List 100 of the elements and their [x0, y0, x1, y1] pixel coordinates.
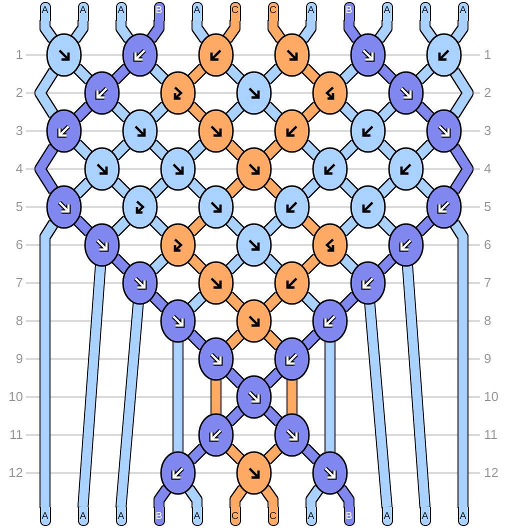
strand-end-label: C [268, 507, 278, 526]
knot-oval [198, 33, 234, 77]
strand-end-label: A [40, 2, 50, 21]
knot-oval [122, 261, 158, 305]
strand [378, 103, 396, 121]
knot-oval [312, 451, 348, 495]
strand-end-label: A [78, 2, 88, 21]
strand [112, 255, 130, 273]
knot-oval [160, 451, 196, 495]
knot-oval [274, 337, 310, 381]
strand-end-label: A [458, 2, 468, 21]
strand [416, 141, 434, 159]
strand [74, 65, 92, 83]
strand-end-label: A [382, 507, 392, 526]
strand [36, 69, 58, 117]
strand [264, 65, 282, 83]
row-number: 11 [10, 427, 23, 443]
strand [223, 21, 240, 42]
strand [420, 21, 437, 42]
knot-oval [122, 109, 158, 153]
strand [302, 103, 320, 121]
knot-oval [236, 299, 272, 343]
strand [116, 304, 143, 508]
strand [378, 179, 396, 197]
knot-oval [350, 185, 386, 229]
knot-oval [274, 261, 310, 305]
strand-end-label: B [154, 507, 164, 526]
strand [188, 293, 206, 311]
row-number: 4 [484, 161, 492, 177]
strand-end-label: A [192, 507, 202, 526]
knot-oval [350, 109, 386, 153]
strand [112, 103, 130, 121]
knot-oval [122, 185, 158, 229]
knot-oval [160, 71, 196, 115]
strand [450, 69, 472, 117]
strand [74, 103, 92, 121]
row-number: 12 [8, 465, 23, 481]
row-number: 1 [16, 47, 23, 63]
knot-oval [198, 261, 234, 305]
strand [112, 65, 130, 83]
strand [40, 21, 57, 42]
row-number: 8 [484, 313, 492, 329]
strand-end-label: B [344, 507, 354, 526]
row-number: 12 [484, 465, 498, 481]
strand [188, 65, 206, 83]
strand [264, 103, 282, 121]
strand [450, 145, 472, 193]
strand [264, 331, 282, 349]
strand [378, 65, 396, 83]
row-number: 10 [8, 389, 23, 405]
knot-oval [236, 71, 272, 115]
knot-oval [160, 299, 196, 343]
knot-oval [236, 451, 272, 495]
strand [116, 21, 133, 42]
knot-oval [84, 71, 120, 115]
strand [226, 65, 244, 83]
knot-oval [312, 299, 348, 343]
row-number: 6 [484, 237, 492, 253]
row-number: 10 [484, 389, 498, 405]
strand [185, 486, 202, 507]
strand-end-label: A [192, 2, 202, 21]
strand-end-label: A [116, 2, 126, 21]
knot-oval [312, 147, 348, 191]
strand [150, 293, 168, 311]
knot-oval [160, 223, 196, 267]
strand [416, 103, 434, 121]
strand [150, 141, 168, 159]
strand [264, 179, 282, 197]
strand [378, 141, 396, 159]
strand [450, 221, 468, 507]
strand-end-label: A [420, 2, 430, 21]
strand [212, 380, 220, 414]
knot-oval [426, 185, 462, 229]
knot-oval [122, 33, 158, 77]
strand [299, 21, 316, 42]
strand [230, 486, 247, 507]
strand [378, 255, 396, 273]
strand [403, 266, 430, 508]
strand [112, 179, 130, 197]
strand-end-label: A [306, 507, 316, 526]
strand [150, 179, 168, 197]
strand [226, 217, 244, 235]
strand [302, 293, 320, 311]
strand [74, 141, 92, 159]
strand [326, 342, 334, 452]
strand [226, 407, 244, 425]
row-number: 6 [16, 237, 23, 253]
strand [150, 255, 168, 273]
strand [302, 179, 320, 197]
strand-end-label: A [458, 507, 468, 526]
strand [302, 217, 320, 235]
strand [340, 217, 358, 235]
knot-oval [84, 223, 120, 267]
strand-end-label: A [420, 507, 430, 526]
strand [264, 255, 282, 273]
strand-end-label: A [116, 507, 126, 526]
strand [264, 407, 282, 425]
strand [340, 179, 358, 197]
knot-oval [274, 109, 310, 153]
strand [264, 369, 282, 387]
